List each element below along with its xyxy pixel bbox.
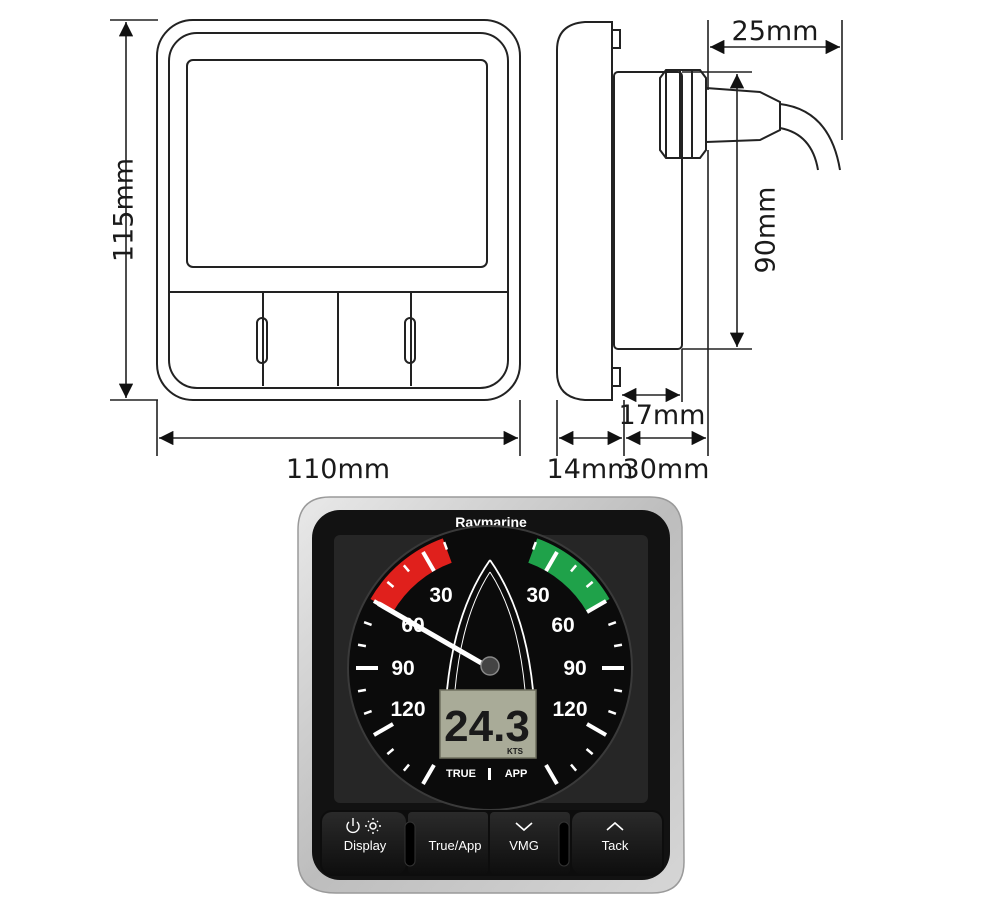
vmg-button-label: VMG — [509, 838, 539, 853]
side-cable-bottom — [779, 127, 819, 171]
mount-height-dimension — [682, 71, 752, 350]
display-button-label: Display — [344, 838, 387, 853]
boat-outline-inner — [454, 571, 526, 691]
width-dimension — [156, 400, 521, 456]
chevron-down-icon — [515, 822, 533, 832]
dial-label-right-90: 90 — [563, 657, 586, 680]
dial-tick — [613, 688, 623, 693]
dial-tick — [363, 709, 373, 716]
front-slot-right — [404, 317, 416, 364]
height-dimension — [110, 19, 158, 401]
dial-ticks — [356, 541, 624, 786]
mode-divider — [488, 768, 491, 780]
dial-tick — [402, 564, 410, 573]
mount-depth-label: 17mm — [619, 400, 706, 431]
true-app-button[interactable]: True/App — [404, 812, 488, 874]
dial-label-left-90: 90 — [391, 657, 414, 680]
button-slot-right — [558, 821, 570, 867]
instrument-photo: Raymarine 30 60 90 120 30 60 90 120 24.3… — [297, 496, 685, 894]
depth-back-label: 30mm — [623, 454, 710, 485]
side-connector — [659, 69, 707, 159]
speed-value: 24.3 — [444, 702, 530, 751]
side-top-clip — [612, 29, 621, 49]
dial-tick — [544, 550, 559, 573]
port-red-sector — [370, 538, 452, 612]
dial-label-right-30: 30 — [526, 584, 549, 607]
height-label: 115mm — [109, 158, 140, 262]
dial-tick — [613, 643, 623, 648]
dial-tick — [421, 550, 436, 573]
vmg-button[interactable]: VMG — [490, 812, 570, 874]
dial-tick — [386, 580, 395, 588]
side-view-drawing — [556, 21, 841, 401]
front-screen-outline — [186, 59, 488, 268]
dial-tick — [607, 620, 617, 627]
dial-tick — [544, 763, 559, 786]
front-button-separators — [262, 292, 412, 386]
chevron-up-icon — [606, 821, 624, 831]
dial-tick — [363, 620, 373, 627]
front-outer-outline — [156, 19, 521, 401]
mode-app-label: APP — [505, 768, 528, 780]
dial-tick — [570, 564, 578, 573]
side-bottom-clip — [612, 367, 621, 387]
side-cable-boot — [705, 87, 781, 143]
dial-tick — [585, 722, 608, 737]
depth-dimension — [556, 150, 709, 456]
depth-front-label: 14mm — [547, 454, 634, 485]
side-body — [613, 71, 683, 350]
tack-button-label: Tack — [602, 838, 629, 853]
button-slot-left — [404, 821, 416, 867]
dial-tick — [386, 748, 395, 756]
dial-tick — [531, 541, 538, 551]
front-view-drawing — [156, 19, 521, 401]
front-inner-outline — [168, 32, 509, 389]
power-brightness-icon — [346, 818, 381, 834]
tack-button[interactable]: Tack — [558, 812, 662, 874]
width-label: 110mm — [286, 454, 390, 485]
dial-tick — [372, 722, 395, 737]
dial-tick — [357, 643, 367, 648]
side-cable-top — [779, 103, 841, 171]
mode-true-label: TRUE — [446, 768, 476, 780]
wind-needle — [376, 601, 493, 671]
dial-tick — [570, 763, 578, 772]
connector-label: 25mm — [732, 16, 819, 47]
dial-tick — [607, 709, 617, 716]
side-front-panel — [556, 21, 613, 401]
mount-depth-dimension — [622, 349, 683, 403]
dial-label-left-30: 30 — [429, 584, 452, 607]
dial-label-right-60: 60 — [551, 614, 574, 637]
dial-label-left-120: 120 — [390, 698, 425, 721]
lcd-readout — [439, 689, 537, 759]
dial-tick — [585, 580, 594, 588]
true-app-button-label: True/App — [429, 838, 482, 853]
dial-tick — [585, 748, 594, 756]
dial-tick — [402, 763, 410, 772]
front-slot-left — [256, 317, 268, 364]
connector-dimension — [707, 20, 843, 140]
button-row: Display True/App VMG Tack — [320, 810, 664, 876]
mount-height-label: 90mm — [751, 187, 782, 274]
dial-label-right-120: 120 — [552, 698, 587, 721]
dial-tick — [442, 541, 449, 551]
dial-tick — [421, 763, 436, 786]
needle-hub — [480, 656, 500, 676]
dial-tick — [357, 688, 367, 693]
boat-outline-outer — [446, 559, 534, 691]
side-connector-ridges — [665, 70, 693, 158]
starboard-green-sector — [528, 538, 610, 612]
speed-unit: KTS — [507, 747, 524, 756]
dial-tick — [585, 599, 608, 614]
display-button[interactable]: Display — [322, 812, 406, 874]
